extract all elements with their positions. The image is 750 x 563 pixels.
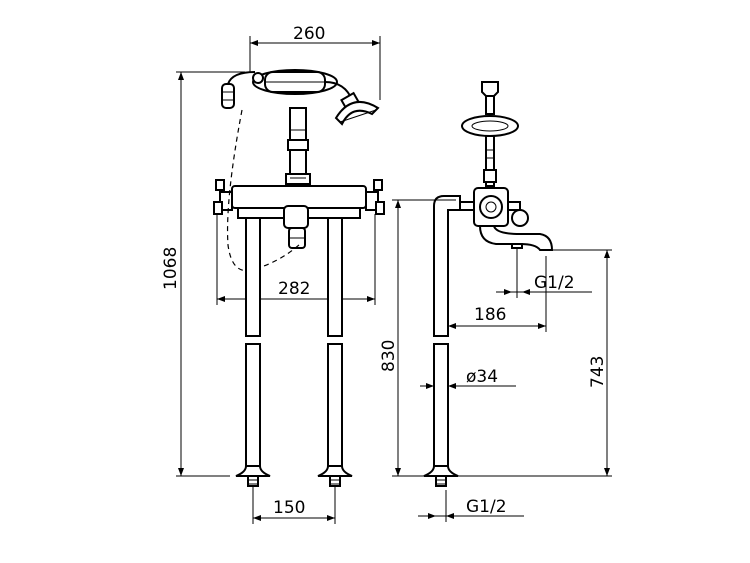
front-view: 260 1068 — [161, 24, 385, 524]
shower-head-icon — [324, 81, 380, 126]
dim-inlet-thread: G1/2 — [418, 490, 524, 522]
handset-cradle — [252, 69, 338, 95]
dim-inlet-thread-label: G1/2 — [466, 497, 507, 517]
dim-height-total-label: 1068 — [161, 247, 181, 290]
mixer-body-side — [459, 187, 529, 227]
dim-spout-reach: 186 — [448, 256, 547, 332]
dim-outlet-thread-label: G1/2 — [534, 273, 575, 293]
dim-leg-height: 830 — [379, 199, 456, 477]
dim-outlet-height: 743 — [458, 250, 612, 477]
dim-outlet-height-label: 743 — [588, 356, 608, 388]
dim-pipe-diameter-label: ø34 — [466, 367, 498, 387]
dim-legs-spacing: 150 — [252, 486, 336, 524]
left-leg — [235, 217, 271, 487]
hanger-hook — [461, 81, 519, 187]
side-view: G1/2 186 830 ø34 — [379, 81, 612, 522]
handset-handle — [221, 71, 256, 109]
dim-leg-height-label: 830 — [379, 340, 399, 372]
spout-side — [478, 225, 612, 298]
dim-legs-span: 282 — [216, 214, 376, 305]
riser-column — [285, 107, 311, 185]
shower-hose — [226, 109, 301, 272]
side-leg — [423, 195, 461, 487]
dim-width-top-label: 260 — [293, 24, 325, 44]
spout — [283, 205, 309, 249]
dim-spout-reach-label: 186 — [474, 305, 506, 325]
dim-legs-spacing-label: 150 — [273, 498, 305, 518]
dim-legs-span-label: 282 — [278, 279, 310, 299]
dim-pipe-diameter: ø34 — [420, 367, 516, 389]
dim-width-top: 260 — [249, 24, 381, 100]
dim-height-total: 1068 — [161, 71, 245, 477]
right-leg — [317, 217, 353, 487]
dim-outlet-thread: G1/2 — [496, 273, 592, 295]
